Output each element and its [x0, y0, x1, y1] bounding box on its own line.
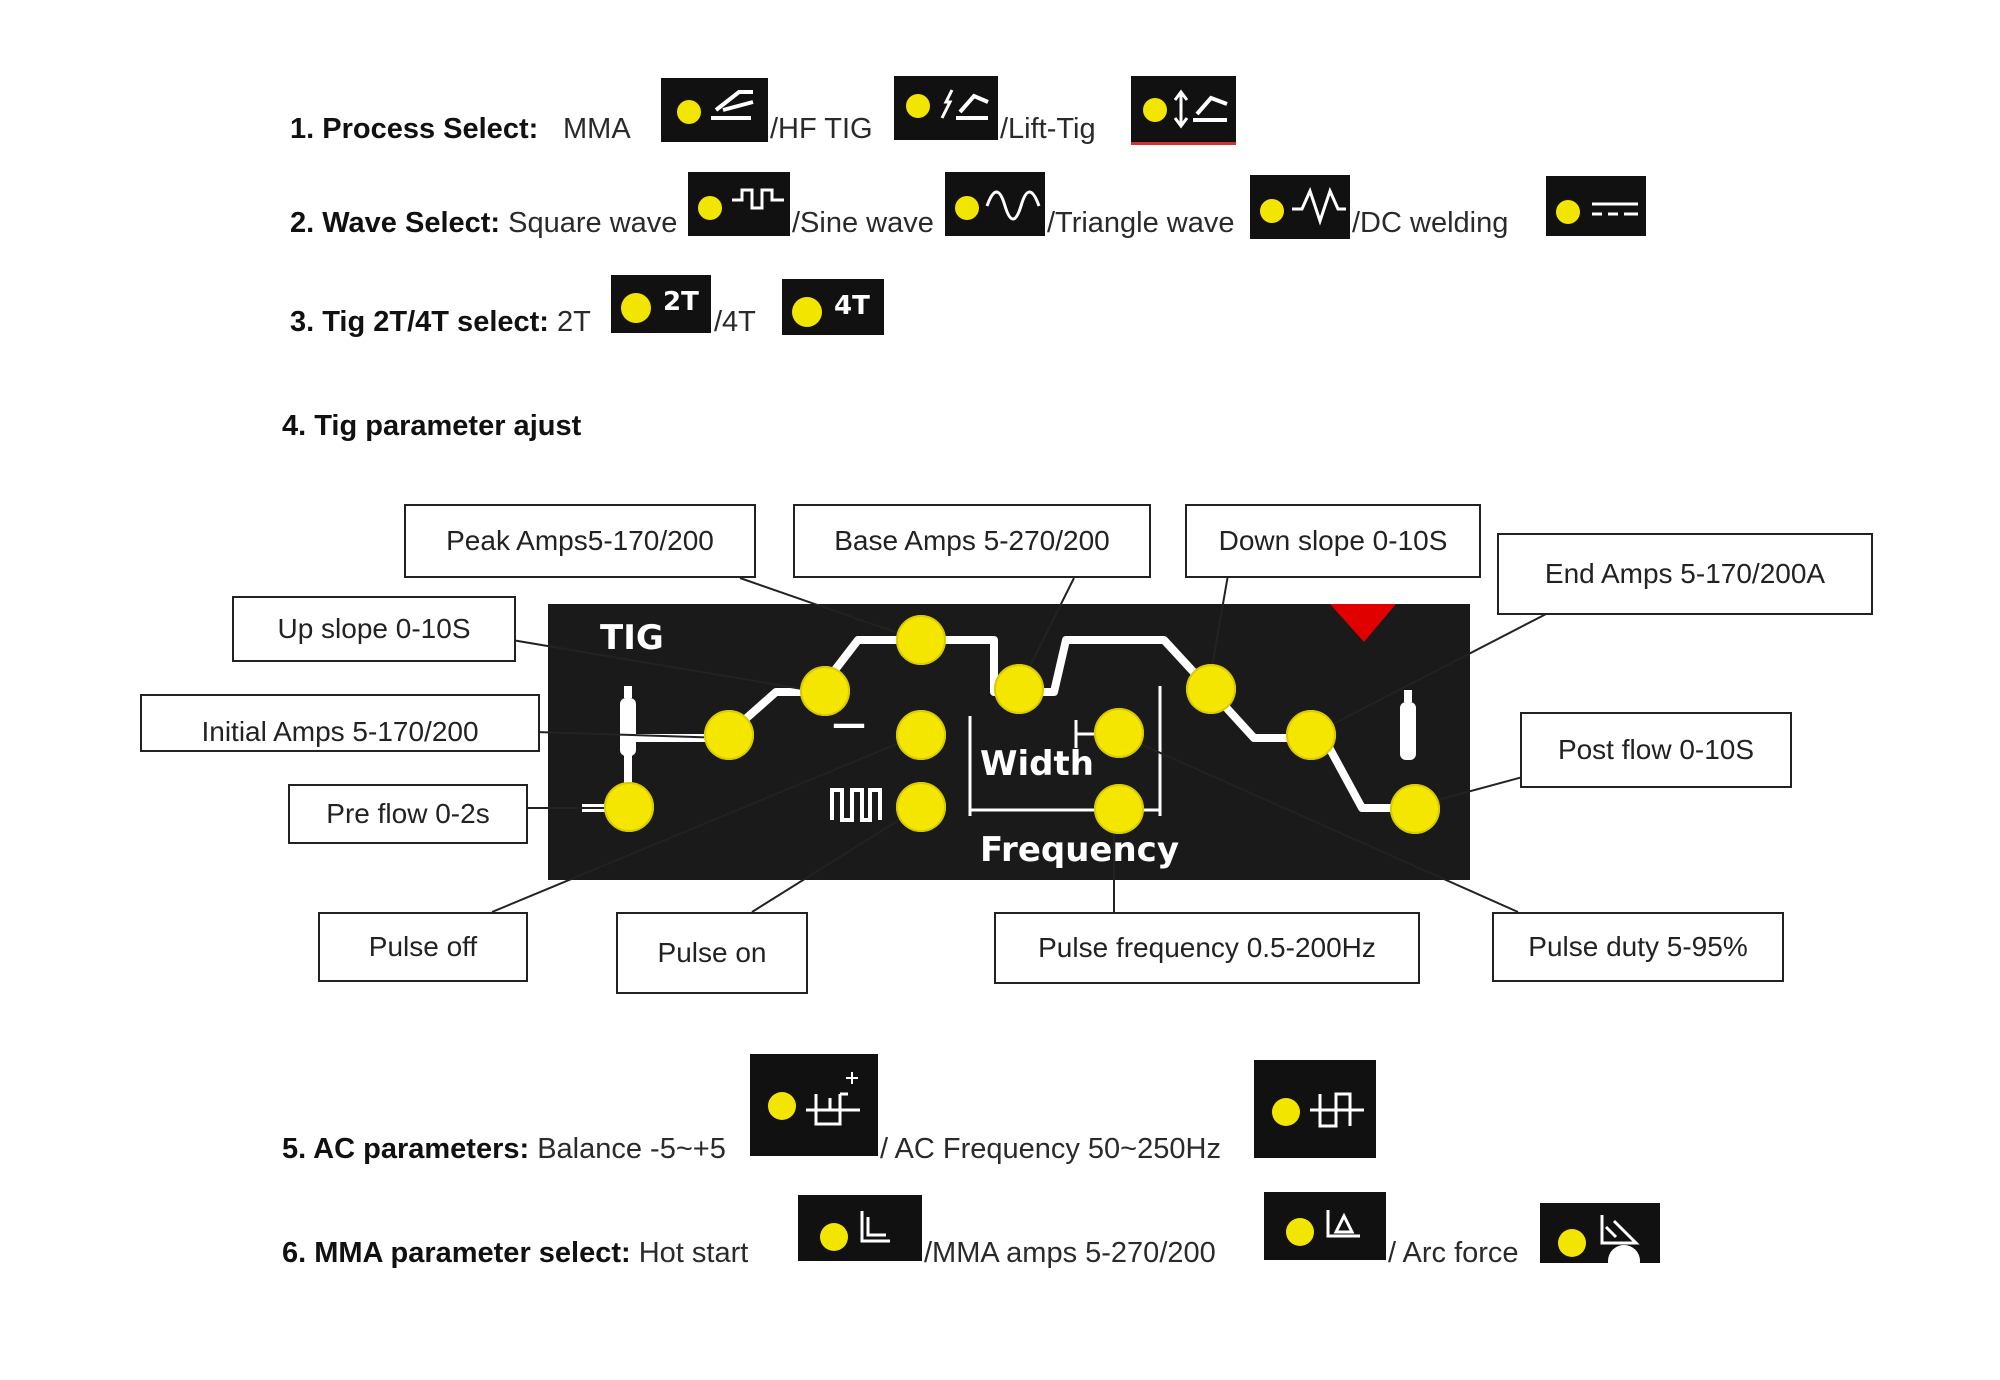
triangle-wave-icon	[1250, 175, 1350, 239]
post-flow-callout: Post flow 0-10S	[1520, 712, 1792, 788]
dc-welding-label: /DC welding	[1352, 207, 1509, 239]
mma-parameter-row: 6. MMA parameter select: Hot start	[282, 1237, 748, 1270]
hf-tig-label: /HF TIG	[770, 113, 873, 145]
pre-flow-callout: Pre flow 0-2s	[288, 784, 528, 844]
4t-mode-icon: 4T	[782, 279, 884, 335]
arc-force-icon	[1540, 1203, 1660, 1263]
hot-start-glyph-icon	[860, 1211, 890, 1243]
mma-process-icon	[661, 78, 768, 142]
panel-tig-label: TIG	[600, 618, 664, 658]
ac-balance-icon	[750, 1054, 878, 1156]
down-slope-led[interactable]	[1186, 664, 1236, 714]
pulse-on-led[interactable]	[896, 782, 946, 832]
mma-amps-icon	[1264, 1192, 1386, 1260]
sine-wave-glyph-icon	[985, 190, 1041, 221]
balance-glyph-icon	[806, 1072, 860, 1126]
up-slope-led[interactable]	[800, 666, 850, 716]
initial-amps-callout: Initial Amps 5-170/200	[140, 694, 540, 752]
down-slope-callout: Down slope 0-10S	[1185, 504, 1481, 578]
2t-icon-text: 2T	[663, 287, 699, 317]
frequency-glyph-icon	[1310, 1092, 1364, 1128]
triangle-wave-label: /Triangle wave	[1047, 207, 1235, 239]
dc-welding-icon	[1546, 176, 1646, 236]
mma-label: MMA	[563, 113, 631, 145]
mma-amps-glyph-icon	[1326, 1210, 1360, 1238]
base-amps-led[interactable]	[994, 664, 1044, 714]
tig-2t4t-title: 3. Tig 2T/4T select:	[290, 306, 549, 338]
arc-force-label: / Arc force	[1388, 1237, 1519, 1269]
tig-parameter-title: 4. Tig parameter ajust	[282, 410, 582, 442]
balance-label: Balance -5~+5	[537, 1133, 726, 1165]
mma-amps-label: /MMA amps 5-270/200	[924, 1237, 1216, 1269]
4t-icon-text: 4T	[834, 291, 870, 321]
post-flow-led[interactable]	[1390, 784, 1440, 834]
ac-parameters-title: 5. AC parameters:	[282, 1133, 530, 1165]
end-amps-callout: End Amps 5-170/200A	[1497, 533, 1873, 615]
dc-line-glyph-icon	[1592, 202, 1638, 216]
square-wave-icon	[688, 172, 790, 236]
2t-mode-icon: 2T	[611, 275, 711, 333]
peak-amps-led[interactable]	[896, 615, 946, 665]
panel-width-label: Width	[980, 744, 1094, 784]
lift-tig-icon	[1131, 76, 1236, 145]
2t-label: 2T	[557, 306, 591, 338]
wave-select-title: 2. Wave Select:	[290, 207, 501, 239]
square-wave-glyph-icon	[732, 188, 784, 210]
pre-flow-led[interactable]	[604, 782, 654, 832]
wave-select-row: 2. Wave Select: Square wave	[290, 207, 677, 240]
up-slope-callout: Up slope 0-10S	[232, 596, 516, 662]
ac-parameters-row: 5. AC parameters: Balance -5~+5	[282, 1133, 726, 1166]
lift-torch-icon	[1173, 89, 1228, 129]
sine-wave-icon	[945, 172, 1045, 236]
hot-start-label: Hot start	[638, 1237, 749, 1269]
process-select-title: 1. Process Select:	[290, 113, 539, 145]
tig-parameter-heading: 4. Tig parameter ajust	[282, 410, 581, 443]
sine-wave-label: /Sine wave	[792, 207, 934, 239]
hot-start-icon	[798, 1195, 922, 1261]
process-select-row: 1. Process Select:	[290, 113, 538, 146]
end-amps-led[interactable]	[1286, 710, 1336, 760]
ac-frequency-label: / AC Frequency 50~250Hz	[880, 1133, 1221, 1165]
4t-label: /4T	[714, 306, 756, 338]
pulse-frequency-callout: Pulse frequency 0.5-200Hz	[994, 912, 1420, 984]
pulse-duty-callout: Pulse duty 5-95%	[1492, 912, 1784, 982]
pulse-on-callout: Pulse on	[616, 912, 808, 994]
tig-2t4t-row: 3. Tig 2T/4T select: 2T	[290, 306, 591, 339]
triangle-wave-glyph-icon	[1292, 186, 1346, 226]
pulse-frequency-led[interactable]	[1094, 784, 1144, 834]
pulse-duty-led[interactable]	[1094, 708, 1144, 758]
mma-parameter-title: 6. MMA parameter select:	[282, 1237, 631, 1269]
initial-amps-led[interactable]	[704, 710, 754, 760]
ac-frequency-icon	[1254, 1060, 1376, 1158]
panel-frequency-label: Frequency	[980, 830, 1180, 870]
electrode-holder-icon	[711, 90, 754, 120]
pulse-off-callout: Pulse off	[318, 912, 528, 982]
peak-amps-callout: Peak Amps5-170/200	[404, 504, 756, 578]
hf-tig-icon	[894, 76, 998, 140]
lift-tig-label: /Lift-Tig	[1000, 113, 1096, 145]
pulse-off-led[interactable]	[896, 710, 946, 760]
hf-torch-icon	[940, 89, 989, 120]
arc-force-glyph-icon	[1600, 1215, 1640, 1263]
square-wave-label: Square wave	[508, 207, 678, 239]
base-amps-callout: Base Amps 5-270/200	[793, 504, 1151, 578]
